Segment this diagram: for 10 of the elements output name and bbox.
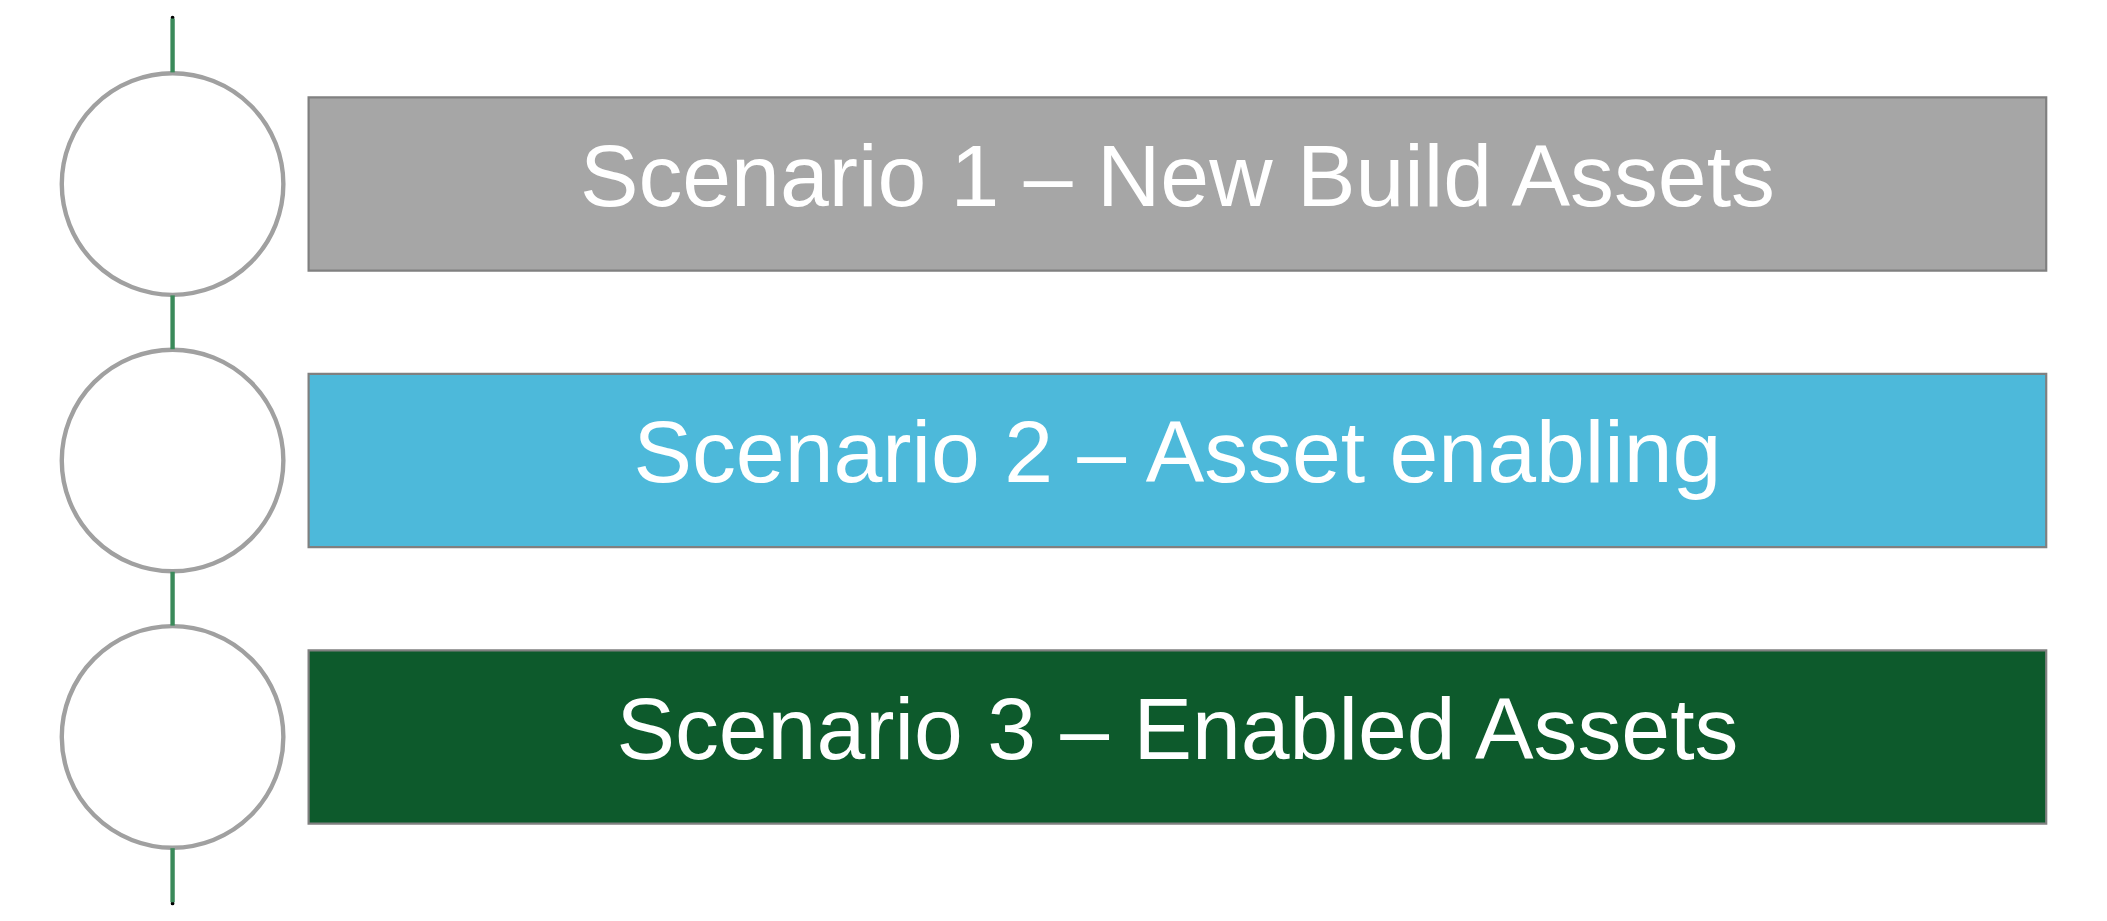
- node-circle: [59, 623, 286, 850]
- connector: [169, 295, 175, 350]
- node-box: Scenario 1 – New Build Assets: [307, 96, 2047, 272]
- connector: [169, 571, 175, 626]
- node-box: Scenario 3 – Enabled Assets: [307, 649, 2047, 825]
- node-circle: [59, 71, 286, 298]
- node-box: Scenario 2 – Asset enabling: [307, 372, 2047, 549]
- node-circle: [59, 347, 286, 574]
- connector: [169, 18, 175, 73]
- connector: [169, 848, 175, 903]
